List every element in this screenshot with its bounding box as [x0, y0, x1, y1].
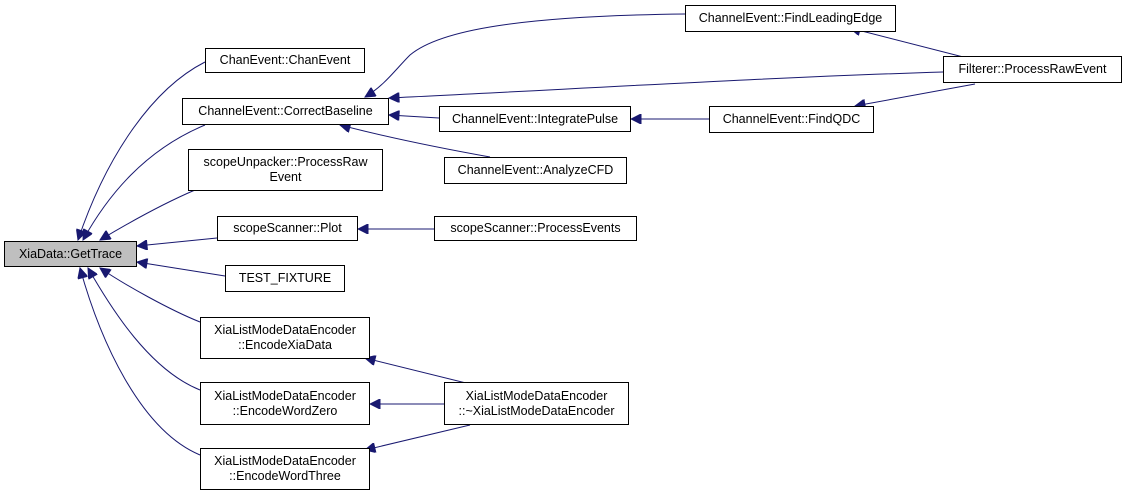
node-label: ChannelEvent::CorrectBaseline — [198, 104, 373, 118]
node-filterer-processrawevent[interactable]: Filterer::ProcessRawEvent — [943, 56, 1122, 83]
edge-encodexia-to-gettrace — [100, 268, 201, 323]
node-label: ChanEvent::ChanEvent — [219, 53, 351, 67]
node-encodexiadata[interactable]: XiaListModeDataEncoder ::EncodeXiaData — [200, 317, 370, 359]
edge-chanevent-to-gettrace — [78, 61, 206, 240]
edge-correctbaseline-to-gettrace — [83, 124, 206, 240]
node-channelevent-findleadingedge[interactable]: ChannelEvent::FindLeadingEdge — [685, 5, 896, 32]
edge-destructor-to-encodethree — [365, 424, 471, 450]
node-label-line1: XiaListModeDataEncoder — [465, 388, 608, 403]
edge-findleadingedge-to-correctbaseline — [365, 13, 686, 97]
node-label: ChannelEvent::FindLeadingEdge — [698, 11, 883, 25]
edge-destructor-to-encodexia — [365, 358, 471, 385]
node-label: ChannelEvent::IntegratePulse — [451, 111, 619, 126]
node-scopescanner-plot[interactable]: scopeScanner::Plot — [217, 216, 358, 241]
node-scopescanner-processevents[interactable]: scopeScanner::ProcessEvents — [434, 216, 637, 241]
edge-encodezero-to-gettrace — [88, 268, 201, 391]
node-channelevent-integratepulse[interactable]: ChannelEvent::IntegratePulse — [439, 106, 631, 132]
node-label: ChannelEvent::AnalyzeCFD — [457, 163, 614, 177]
node-xiadata-gettrace: XiaData::GetTrace — [4, 241, 137, 267]
node-label-line1: XiaListModeDataEncoder — [214, 454, 356, 468]
edge-processrawevent-to-findqdc — [855, 83, 976, 106]
node-chanevent-chanevent[interactable]: ChanEvent::ChanEvent — [205, 48, 365, 73]
node-label-line2: ::EncodeXiaData — [238, 338, 332, 352]
node-label-line2: ::~XiaListModeDataEncoder — [458, 403, 615, 418]
node-label-line2: ::EncodeWordThree — [229, 469, 341, 483]
node-encodewordthree[interactable]: XiaListModeDataEncoder ::EncodeWordThree — [200, 448, 370, 490]
node-destructor[interactable]: XiaListModeDataEncoder ::~XiaListModeDat… — [444, 382, 629, 425]
node-label-line1: scopeUnpacker::ProcessRaw — [203, 155, 368, 169]
edge-plot-to-gettrace — [137, 237, 218, 246]
node-channelevent-correctbaseline[interactable]: ChannelEvent::CorrectBaseline — [182, 98, 389, 125]
edge-testfixture-to-gettrace — [137, 262, 226, 277]
node-label-line1: XiaListModeDataEncoder — [214, 388, 356, 403]
edge-encodethree-to-gettrace — [80, 268, 201, 456]
node-scopeunpacker-processrawevent[interactable]: scopeUnpacker::ProcessRaw Event — [188, 149, 383, 191]
edge-scopeunpacker-to-gettrace — [100, 189, 196, 240]
node-label-line2: Event — [269, 170, 302, 184]
node-label: scopeScanner::ProcessEvents — [450, 221, 621, 235]
node-encodewordzero[interactable]: XiaListModeDataEncoder ::EncodeWordZero — [200, 382, 370, 425]
node-label: Filterer::ProcessRawEvent — [958, 62, 1107, 76]
edge-integratepulse-to-correctbaseline — [389, 115, 440, 118]
edge-analyzecfd-to-correctbaseline — [340, 125, 491, 158]
node-label: ChannelEvent::FindQDC — [722, 112, 861, 126]
edge-processrawevent-to-findleadingedge — [850, 28, 976, 61]
node-label: XiaData::GetTrace — [18, 246, 123, 261]
edge-processrawevent-to-correctbaseline — [389, 71, 944, 98]
node-test-fixture[interactable]: TEST_FIXTURE — [225, 265, 345, 292]
node-label-line2: ::EncodeWordZero — [232, 403, 338, 418]
node-channelevent-findqdc[interactable]: ChannelEvent::FindQDC — [709, 106, 874, 133]
node-channelevent-analyzecfd[interactable]: ChannelEvent::AnalyzeCFD — [444, 157, 627, 184]
node-label-line1: XiaListModeDataEncoder — [214, 323, 356, 337]
node-label: TEST_FIXTURE — [238, 271, 332, 285]
node-label: scopeScanner::Plot — [233, 221, 342, 235]
